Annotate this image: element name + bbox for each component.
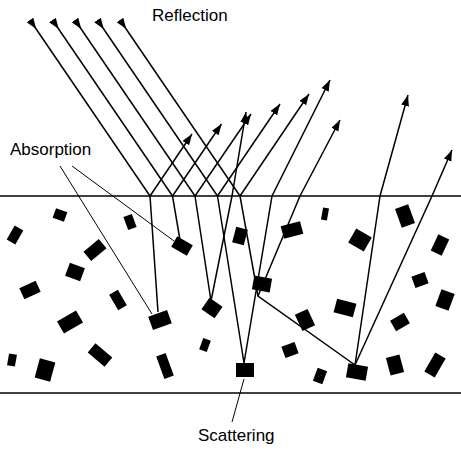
absorbed-ray [173, 196, 181, 240]
particle [236, 363, 254, 377]
reflected-ray [150, 134, 192, 196]
particle [334, 299, 357, 318]
exiting-ray [232, 112, 246, 196]
particle [35, 358, 56, 381]
particle [65, 263, 85, 282]
particle [123, 214, 136, 230]
scattered-ray [240, 196, 380, 365]
particle [199, 338, 211, 352]
particle [431, 234, 449, 255]
particle [19, 281, 40, 299]
particle [295, 309, 315, 331]
reflected-ray [195, 114, 251, 196]
absorbed-ray [150, 196, 158, 312]
reflected-rays [150, 94, 309, 196]
exiting-ray [272, 80, 330, 196]
particle [7, 226, 24, 245]
particle [411, 272, 428, 288]
incident-ray [53, 20, 173, 196]
particle [281, 342, 298, 358]
top-surface [0, 195, 461, 197]
bottom-surface [0, 392, 461, 394]
particle [109, 290, 127, 311]
leader-line [232, 379, 244, 422]
leader-lines [60, 166, 244, 422]
incident-ray [98, 20, 218, 196]
callout-label: Scattering [198, 426, 275, 446]
particle [390, 313, 410, 331]
particle [395, 204, 415, 228]
scattered-ray [355, 196, 432, 365]
layer-boundaries [0, 196, 461, 393]
exiting-ray [380, 95, 408, 196]
internal-rays [150, 196, 432, 365]
particle [386, 354, 404, 375]
particle [321, 208, 329, 221]
particle [201, 298, 222, 319]
particle [7, 353, 17, 366]
callout-label: Absorption [10, 140, 91, 160]
reflected-ray [240, 94, 309, 196]
label-holder: Scattering [198, 426, 275, 446]
particle [424, 352, 445, 377]
exiting-rays [232, 80, 452, 196]
particle [281, 221, 304, 239]
particle [348, 229, 372, 252]
incident-ray [75, 20, 195, 196]
label-holder: Reflection [152, 6, 228, 26]
incoming-rays [30, 20, 240, 196]
label-holder: Absorption [10, 140, 91, 160]
reflected-ray [173, 124, 222, 196]
callout-label: Reflection [152, 6, 228, 26]
particle [313, 368, 327, 385]
exiting-ray [432, 150, 452, 196]
particle [435, 289, 454, 311]
particle [83, 239, 106, 261]
exiting-ray [300, 120, 340, 196]
incident-ray [120, 20, 240, 196]
particle [53, 208, 68, 222]
leader-line [72, 166, 174, 241]
particle [346, 363, 368, 380]
particle [57, 310, 83, 333]
particle [171, 236, 193, 255]
leader-line [60, 166, 152, 314]
scattered-ray [258, 196, 300, 296]
particle [156, 353, 174, 379]
incident-ray [30, 20, 150, 196]
particle [88, 343, 113, 366]
